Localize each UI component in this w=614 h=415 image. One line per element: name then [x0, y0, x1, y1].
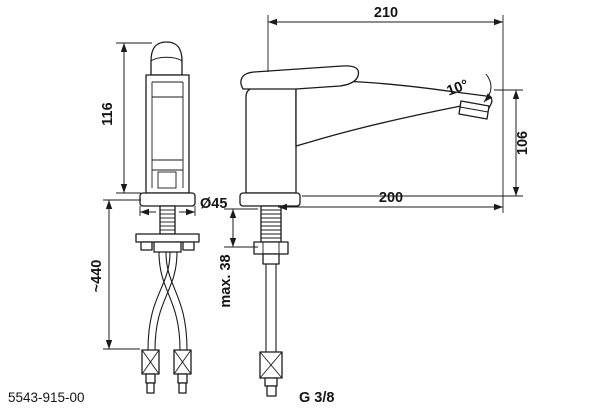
- dimension-210-label: 210: [374, 5, 398, 21]
- dimension-116-label: 116: [100, 102, 116, 125]
- mounting-stud-side: [253, 205, 289, 255]
- thread-connector-g38: [259, 351, 283, 397]
- aerator: [458, 100, 490, 120]
- dimension-106-label: 106: [515, 131, 531, 155]
- part-number: 5543-915-00: [8, 390, 85, 405]
- dimension-106: 106: [302, 89, 531, 197]
- dimension-max38: max. 38: [218, 208, 258, 308]
- dimension-angle: 10°: [445, 73, 493, 103]
- dimension-200: 200: [278, 190, 503, 211]
- dimension-max38-label: max. 38: [218, 254, 234, 307]
- supply-hose-side: [262, 253, 280, 353]
- body-detail-lines-front: [151, 81, 184, 189]
- base-flange-side: [239, 192, 301, 207]
- dimension-angle-label: 10°: [445, 77, 471, 100]
- dimension-440-label: ~440: [89, 260, 105, 293]
- base-flange-front: [139, 192, 196, 207]
- dimension-116: 116: [100, 42, 152, 194]
- mounting-stud-front: [159, 205, 176, 235]
- dimension-440: ~440: [89, 199, 141, 350]
- hose-end-fitting-left: [141, 349, 160, 394]
- faucet-body-side: [245, 87, 297, 194]
- faucet-body-front: [145, 74, 190, 194]
- thread-size-label: G 3/8: [299, 390, 334, 406]
- knob-seam-line: [150, 56, 183, 62]
- dimension-45-label: Ø45: [200, 196, 227, 212]
- handle-knob-front: [150, 41, 183, 76]
- side-view: [239, 65, 493, 397]
- front-view: [135, 41, 200, 394]
- supply-hoses: [147, 251, 188, 351]
- dimension-200-label: 200: [379, 190, 403, 206]
- dimension-210: 210: [267, 5, 504, 213]
- mounting-bracket-front: [135, 233, 200, 253]
- handle-lever-side: [240, 65, 360, 90]
- hose-end-fitting-right: [173, 349, 192, 394]
- dimension-45: Ø45: [139, 196, 227, 216]
